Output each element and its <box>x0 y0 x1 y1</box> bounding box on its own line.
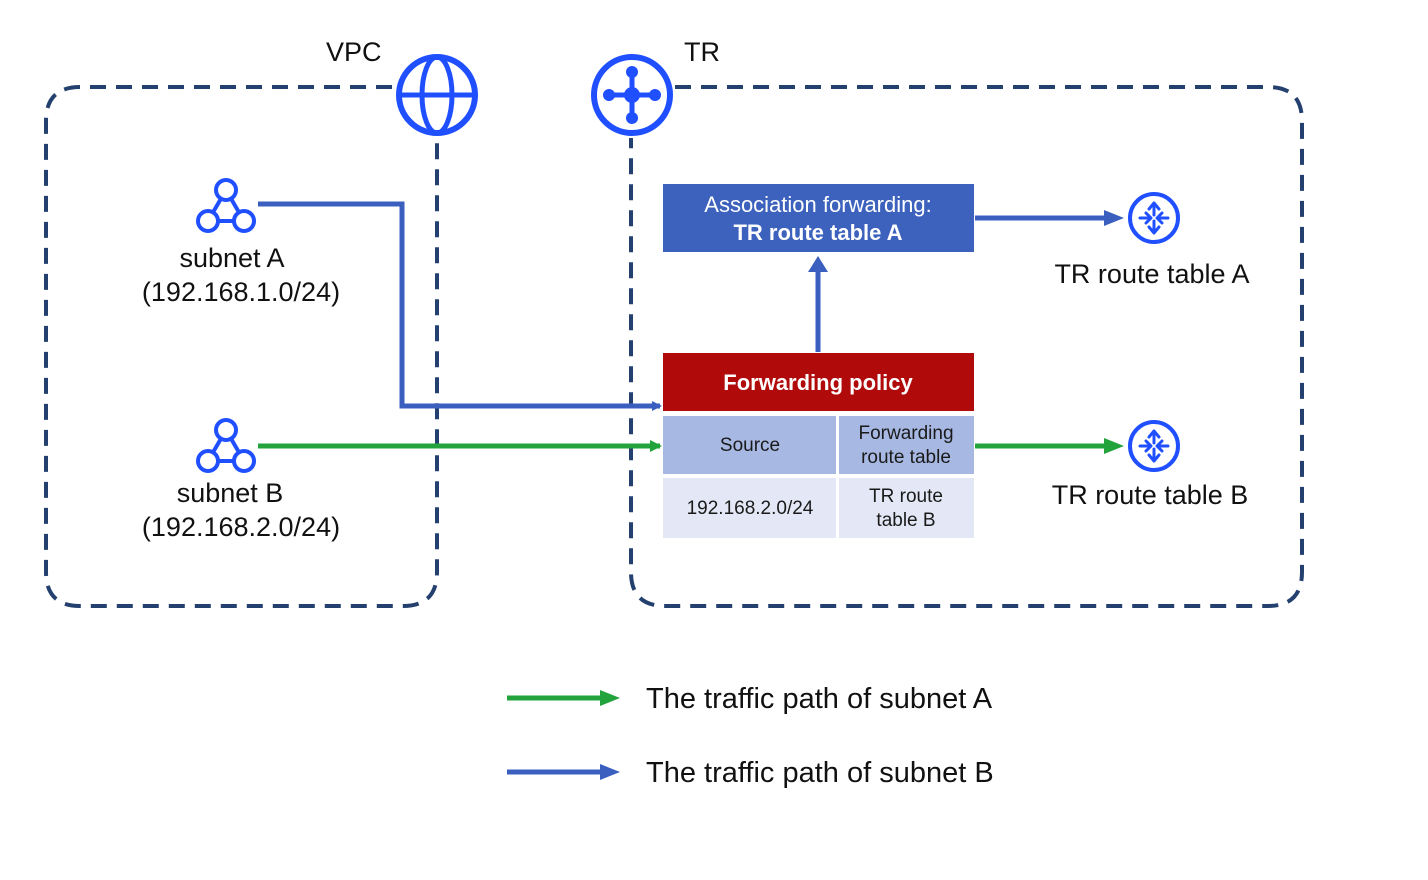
association-forwarding-box: Association forwarding: TR route table A <box>663 184 974 252</box>
legend-blue-arrowhead <box>600 764 620 780</box>
subnet-b-path-arrowhead <box>650 440 662 452</box>
subnet-b-icon <box>196 418 256 473</box>
subnet-a-name: subnet A <box>179 243 284 273</box>
policy-col-source: Source <box>720 435 780 456</box>
tr-label: TR <box>684 37 720 67</box>
policy-row-table-line2: table B <box>876 510 935 531</box>
forwarding-policy-header: Forwarding policy <box>663 353 974 411</box>
route-table-b-icon <box>1128 420 1180 472</box>
vpc-container <box>44 85 439 608</box>
route-table-b-label: TR route table B <box>1052 480 1249 510</box>
policy-header-source-cell <box>663 416 836 474</box>
policy-row-source: 192.168.2.0/24 <box>687 498 814 519</box>
association-line2: TR route table A <box>733 220 902 245</box>
subnet-a-path <box>258 201 662 411</box>
policy-row-table-cell <box>839 478 974 538</box>
vpc-label: VPC <box>326 37 382 67</box>
subnet-b-cidr: (192.168.2.0/24) <box>142 512 340 542</box>
policy-table: Source Forwarding route table 192.168.2.… <box>663 416 974 538</box>
policy-to-route-b-arrowhead <box>1104 438 1124 454</box>
route-table-a-icon <box>1128 192 1180 244</box>
legend: The traffic path of subnet A The traffic… <box>507 683 994 789</box>
association-line1: Association forwarding: <box>704 192 931 217</box>
association-to-route-a-arrowhead <box>1104 210 1124 226</box>
subnet-a-icon <box>196 178 256 233</box>
forwarding-policy-title: Forwarding policy <box>723 370 913 395</box>
subnet-a-cidr: (192.168.1.0/24) <box>142 277 340 307</box>
legend-green-label: The traffic path of subnet A <box>646 683 993 715</box>
legend-blue-label: The traffic path of subnet B <box>646 757 994 789</box>
policy-to-association-arrowhead <box>808 256 828 272</box>
legend-green-arrowhead <box>600 690 620 706</box>
policy-header-table-cell <box>839 416 974 474</box>
policy-row-table-line1: TR route <box>869 486 943 507</box>
router-hub-icon <box>591 54 673 136</box>
tr-container <box>629 85 1304 608</box>
route-table-a-label: TR route table A <box>1054 259 1249 289</box>
policy-col-table-line1: Forwarding <box>858 423 953 444</box>
globe-icon <box>396 54 478 136</box>
subnet-b-name: subnet B <box>177 478 284 508</box>
policy-col-table-line2: route table <box>861 447 951 468</box>
policy-row-source-cell <box>663 478 836 538</box>
